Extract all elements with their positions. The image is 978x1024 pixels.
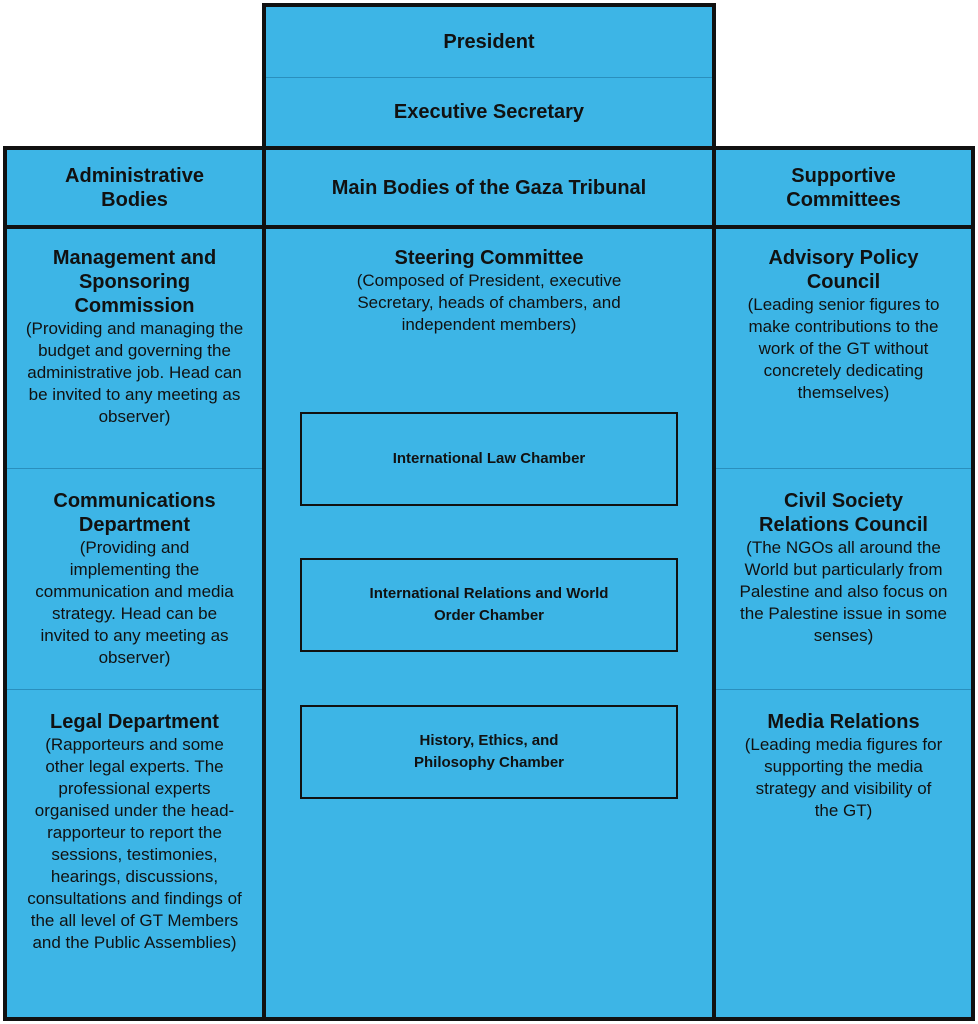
right-body-advisory: Advisory Policy Council (Leading senior … <box>716 246 971 404</box>
advisory-desc: (Leading senior figures to make contribu… <box>747 295 940 402</box>
header-right-label: Supportive Committees <box>786 164 901 211</box>
right-body-civil-society: Civil Society Relations Council (The NGO… <box>716 489 971 647</box>
president-label: President <box>443 31 535 53</box>
legal-title: Legal Department <box>50 711 219 733</box>
right-row-divider-2 <box>716 689 971 690</box>
header-main-bodies: Main Bodies of the Gaza Tribunal <box>266 150 712 225</box>
left-body-communications: Communications Department (Providing and… <box>7 489 262 669</box>
communications-desc: (Providing and implementing the communic… <box>35 538 234 667</box>
executive-secretary-label: Executive Secretary <box>393 101 585 123</box>
left-row-divider-2 <box>7 689 262 690</box>
legal-desc: (Rapporteurs and some other legal expert… <box>27 735 242 952</box>
chamber-international-relations: International Relations and World Order … <box>300 558 678 652</box>
communications-title: Communications Department <box>53 490 216 536</box>
center-steering-committee: Steering Committee (Composed of Presiden… <box>266 246 712 336</box>
chamber-history-ethics: History, Ethics, and Philosophy Chamber <box>300 705 678 799</box>
chamber-international-relations-label: International Relations and World Order … <box>369 585 609 624</box>
media-relations-desc: (Leading media figures for supporting th… <box>744 735 943 820</box>
top-block: President Executive Secretary <box>262 3 716 150</box>
management-desc: (Providing and managing the budget and g… <box>25 319 244 426</box>
header-supportive-committees: Supportive Committees <box>716 150 971 225</box>
right-row-divider-1 <box>716 468 971 469</box>
chamber-international-law-label: International Law Chamber <box>392 450 586 467</box>
chamber-international-law: International Law Chamber <box>300 412 678 506</box>
left-body-management: Management and Sponsoring Commission (Pr… <box>7 246 262 428</box>
main-grid <box>3 146 975 1021</box>
header-administrative-bodies: Administrative Bodies <box>7 150 262 225</box>
president-cell: President <box>266 7 712 77</box>
header-center-label: Main Bodies of the Gaza Tribunal <box>331 176 647 199</box>
column-divider-left <box>262 146 266 1021</box>
civil-society-title: Civil Society Relations Council <box>759 490 928 536</box>
executive-secretary-cell: Executive Secretary <box>266 78 712 146</box>
column-divider-right <box>712 146 716 1021</box>
president-divider <box>266 77 712 78</box>
header-left-label: Administrative Bodies <box>65 164 204 211</box>
header-divider <box>3 225 975 229</box>
left-body-legal: Legal Department (Rapporteurs and some o… <box>7 710 262 954</box>
management-title: Management and Sponsoring Commission <box>52 247 217 317</box>
left-row-divider-1 <box>7 468 262 469</box>
civil-society-desc: (The NGOs all around the World but parti… <box>739 538 948 645</box>
steering-desc: (Composed of President, executive Secret… <box>356 271 622 334</box>
right-body-media-relations: Media Relations (Leading media figures f… <box>716 710 971 822</box>
media-relations-title: Media Relations <box>767 711 920 733</box>
advisory-title: Advisory Policy Council <box>768 247 919 293</box>
steering-title: Steering Committee <box>394 247 584 269</box>
chamber-history-ethics-label: History, Ethics, and Philosophy Chamber <box>413 732 565 771</box>
